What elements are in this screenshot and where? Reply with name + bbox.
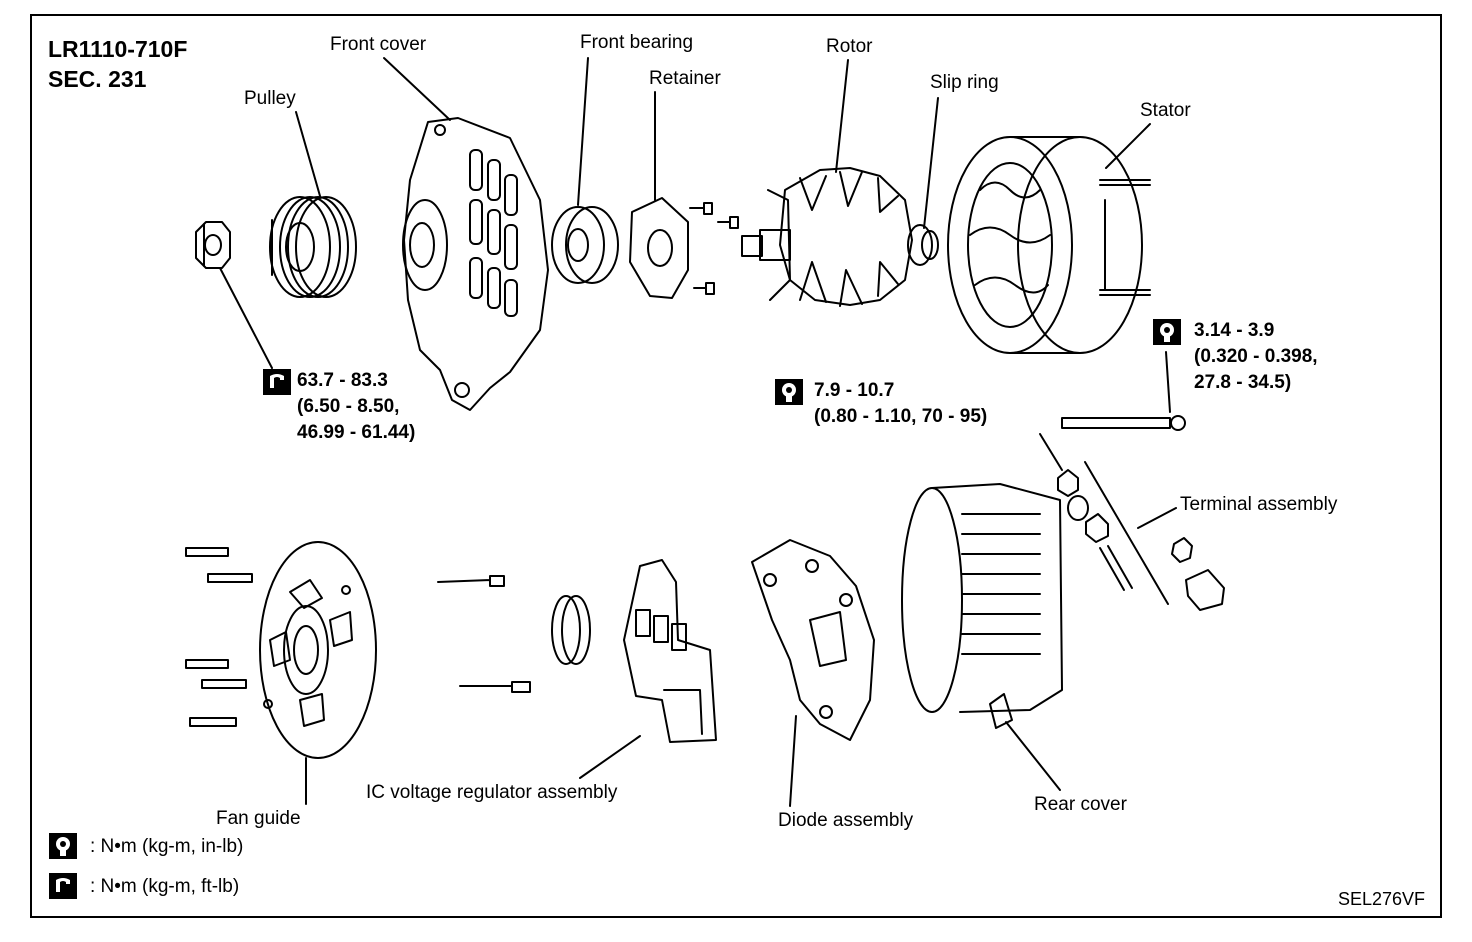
insulator-ring: [551, 595, 591, 665]
legend-inlb-text: : N•m (kg-m, in-lb): [90, 836, 244, 857]
slip-ring-leader: [923, 97, 939, 229]
label-retainer: Retainer: [649, 68, 721, 89]
rotor-leader: [835, 59, 849, 173]
ic-regulator-leader: [579, 735, 641, 779]
pulley-nut-leader: [219, 267, 273, 369]
front-cover-leader: [383, 57, 451, 121]
label-fan-guide: Fan guide: [216, 808, 301, 829]
label-front-bearing: Front bearing: [580, 32, 694, 53]
torque-pulley-nut: 63.7 - 83.3 (6.50 - 8.50, 46.99 - 61.44): [297, 368, 415, 446]
rear-cover: [901, 483, 1063, 729]
label-ic-regulator: IC voltage regulator assembly: [366, 782, 618, 803]
section-number: SEC. 231: [48, 66, 147, 92]
torque-stator-bolt: 3.14 - 3.9 (0.320 - 0.398, 27.8 - 34.5): [1194, 318, 1318, 396]
rotor: [741, 167, 939, 307]
label-rear-cover: Rear cover: [1034, 794, 1127, 815]
retainer-screws: [689, 202, 739, 295]
pulley-leader: [295, 111, 321, 197]
diagram-frame: [30, 14, 1442, 918]
torque-through-bolt: 7.9 - 10.7 (0.80 - 1.10, 70 - 95): [814, 378, 987, 430]
torque-value-kgm: (0.320 - 0.398,: [1194, 346, 1318, 367]
torque-inlb-icon: [1153, 319, 1181, 345]
through-bolt-torque-leader: [1039, 433, 1063, 471]
front-bearing-leader: [577, 57, 589, 206]
rear-cover-leader: [1005, 721, 1061, 791]
torque-value: 3.14 - 3.9: [1194, 320, 1275, 341]
fan-guide-screws: [185, 547, 253, 727]
label-pulley: Pulley: [244, 88, 296, 109]
ic-regulator: [623, 559, 717, 743]
stator: [947, 136, 1151, 354]
front-bearing: [551, 206, 619, 284]
legend-ftlb-icon: [49, 873, 77, 899]
label-front-cover: Front cover: [330, 34, 427, 55]
torque-value-ftlb: 46.99 - 61.44): [297, 422, 416, 443]
stator-bolt-torque-leader: [1165, 351, 1171, 413]
torque-ftlb-icon: [263, 369, 291, 395]
torque-inlb-icon: [775, 379, 803, 405]
torque-value-kgm-inlb: (0.80 - 1.10, 70 - 95): [814, 406, 988, 427]
legend-inlb-icon: [49, 833, 77, 859]
terminal-parts: [1057, 461, 1225, 611]
pulley-nut: [195, 221, 231, 269]
stator-leader: [1105, 123, 1151, 169]
label-diode-assembly: Diode assembly: [778, 810, 914, 831]
label-terminal-assembly: Terminal assembly: [1180, 494, 1338, 515]
retainer: [629, 197, 689, 299]
diode-assembly-leader: [789, 715, 797, 807]
model-number: LR1110-710F: [48, 36, 188, 62]
fan-guide: [259, 541, 377, 759]
front-cover: [402, 117, 549, 411]
torque-value: 63.7 - 83.3: [297, 370, 388, 391]
torque-value: 7.9 - 10.7: [814, 380, 895, 401]
legend-ftlb-text: : N•m (kg-m, ft-lb): [90, 876, 240, 897]
label-rotor: Rotor: [826, 36, 873, 57]
torque-value-inlb: 27.8 - 34.5): [1194, 372, 1292, 393]
terminal-assembly-leader: [1137, 507, 1177, 529]
torque-value-kgm: (6.50 - 8.50,: [297, 396, 400, 417]
pulley: [269, 196, 357, 298]
diode-assembly: [751, 539, 875, 741]
through-bolt: [1061, 415, 1186, 431]
label-slip-ring: Slip ring: [930, 72, 999, 93]
regulator-rivets: [437, 575, 531, 693]
figure-code: SEL276VF: [1338, 889, 1426, 909]
label-stator: Stator: [1140, 100, 1191, 121]
